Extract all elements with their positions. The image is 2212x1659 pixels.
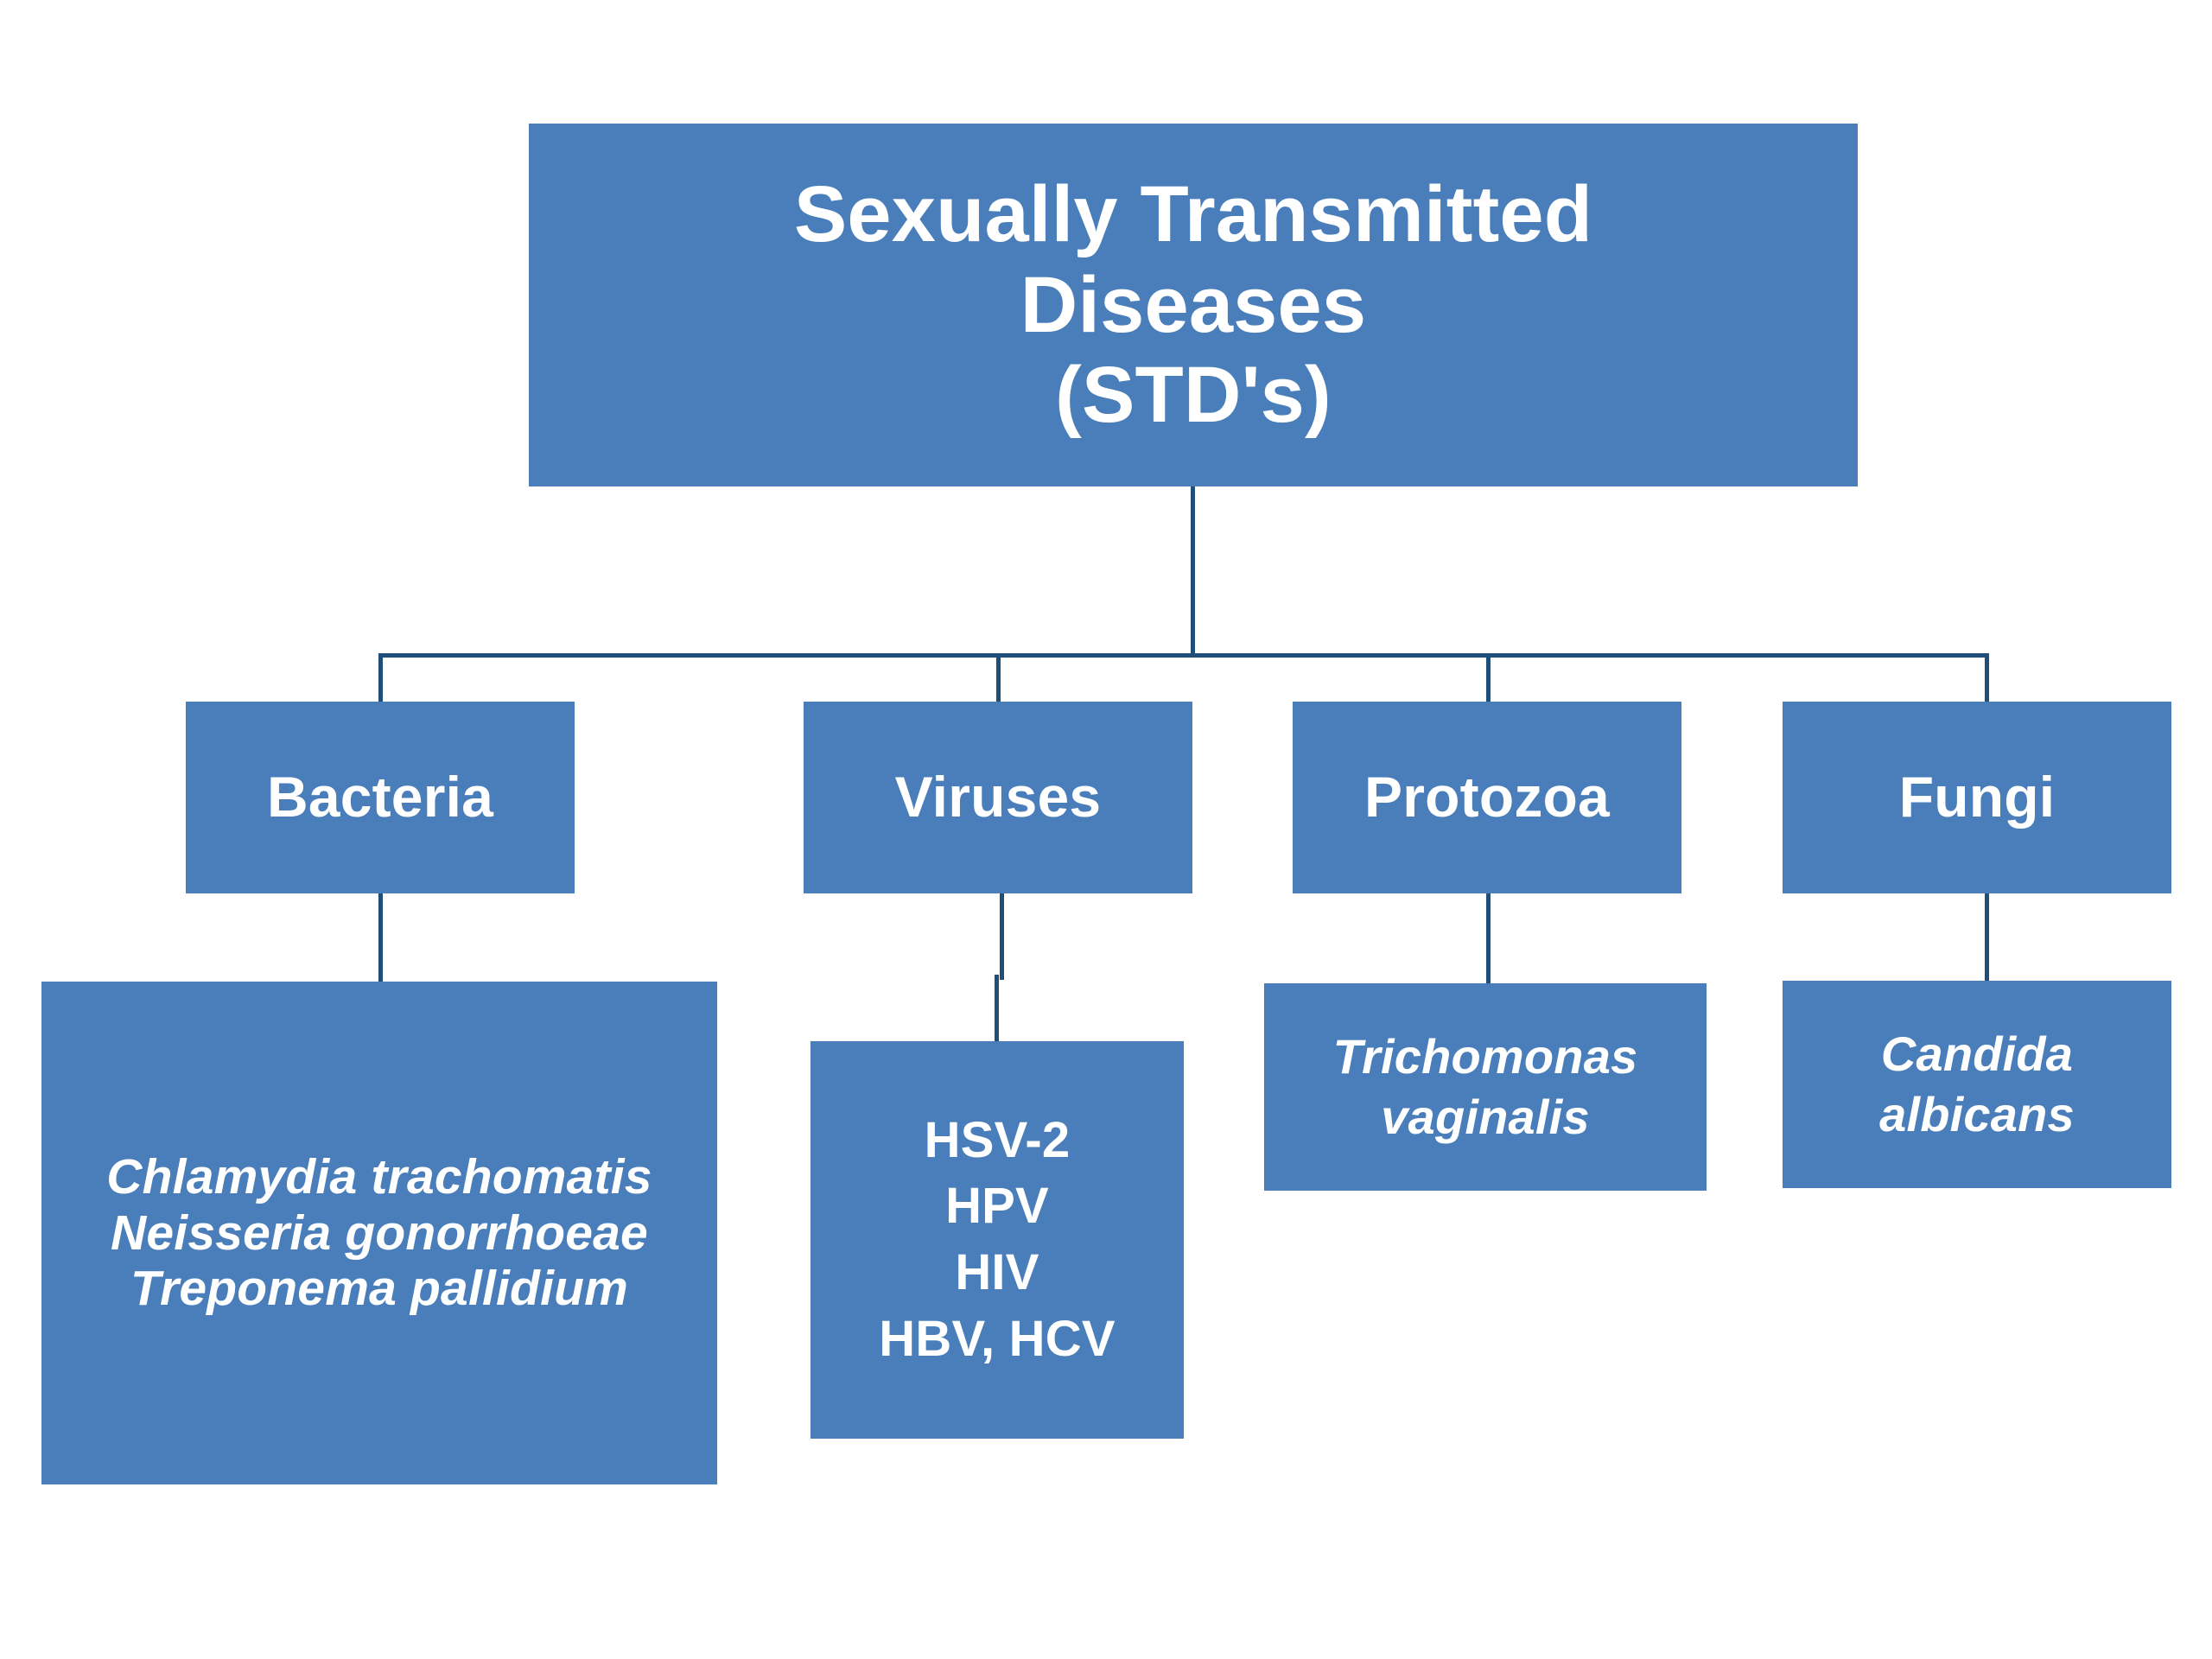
connector-horizontal-bus [378,653,1987,658]
connector-bus-to-protozoa [1486,653,1491,703]
node-category-fungi-label: Fungi [1898,765,2056,830]
node-leaf-bacteria: Chlamydia trachomatis Neisseria gonorrho… [41,982,717,1484]
connector-viruses-to-leaf-lower [995,975,999,1044]
connector-bacteria-to-leaf [378,893,383,983]
node-category-bacteria-label: Bacteria [266,765,494,830]
connector-bus-to-viruses [996,653,1001,703]
node-leaf-protozoa-label: Trichomonas vaginalis [1332,1029,1638,1144]
node-leaf-fungi: Candida albicans [1783,981,2171,1188]
node-leaf-fungi-label: Candida albicans [1879,1027,2075,1141]
node-root-std: Sexually Transmitted Diseases (STD's) [529,124,1858,486]
connector-protozoa-to-leaf [1486,893,1491,983]
node-category-viruses-label: Viruses [894,765,1102,830]
connector-root-stem [1191,486,1195,656]
node-category-viruses: Viruses [804,702,1192,893]
connector-bus-to-fungi [1985,653,1989,703]
node-category-protozoa-label: Protozoa [1364,765,1610,830]
node-root-label: Sexually Transmitted Diseases (STD's) [793,169,1593,440]
connector-viruses-to-leaf-upper [1000,893,1004,980]
node-leaf-viruses: HSV-2 HPV HIV HBV, HCV [810,1041,1184,1439]
node-category-bacteria: Bacteria [186,702,575,893]
connector-bus-to-bacteria [378,653,383,703]
node-category-protozoa: Protozoa [1293,702,1681,893]
node-category-fungi: Fungi [1783,702,2171,893]
node-leaf-protozoa: Trichomonas vaginalis [1264,983,1707,1191]
node-leaf-bacteria-label: Chlamydia trachomatis Neisseria gonorrho… [106,1148,652,1317]
connector-fungi-to-leaf [1985,893,1989,982]
node-leaf-viruses-label: HSV-2 HPV HIV HBV, HCV [879,1111,1116,1367]
